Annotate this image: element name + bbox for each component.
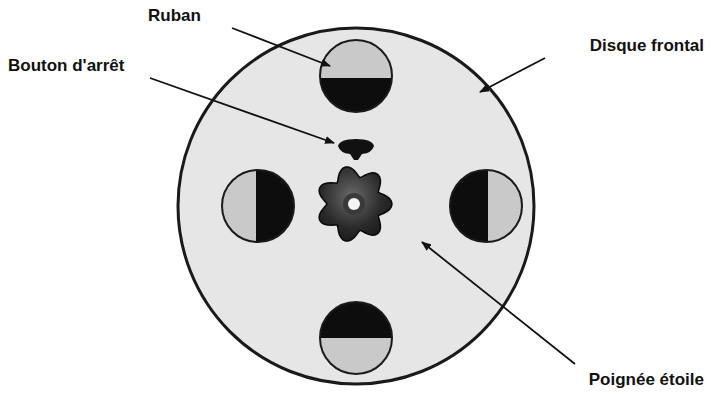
leader-line <box>150 78 334 143</box>
star-handle <box>319 167 392 241</box>
leader-line <box>422 242 575 364</box>
tape-window <box>318 300 394 374</box>
leader-line <box>232 28 330 66</box>
handle-hub <box>343 193 365 215</box>
front-disc <box>178 28 534 384</box>
tape-label: Ruban <box>148 6 201 26</box>
stop-button <box>338 139 374 160</box>
stop-button-label: Bouton d'arrêt <box>8 56 124 76</box>
tape-window <box>222 168 296 244</box>
handle-hole <box>348 198 360 210</box>
tape-window <box>448 168 522 244</box>
star-handle-label: Poignée étoile <box>589 370 704 390</box>
front-disc-label: Disque frontal <box>590 36 704 56</box>
tape-window <box>318 40 394 118</box>
leader-line <box>480 58 545 92</box>
